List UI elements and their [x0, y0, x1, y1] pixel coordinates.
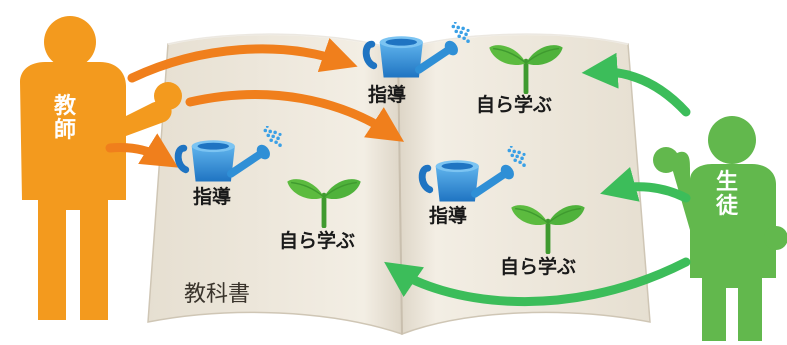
teacher-label: 教 師 — [54, 96, 76, 142]
self-learning-label: 自ら学ぶ — [500, 256, 577, 278]
student-arrows — [384, 52, 691, 307]
student-figure — [653, 116, 787, 341]
guidance-label: 指導 — [368, 84, 407, 106]
self-learning-label: 自ら学ぶ — [279, 230, 356, 252]
textbook-label: 教科書 — [184, 282, 251, 307]
guidance-label: 指導 — [193, 186, 232, 208]
self-learning-label: 自ら学ぶ — [476, 94, 553, 116]
teacher-label-char: 教 — [54, 94, 77, 119]
student-label-char: 徒 — [716, 194, 739, 219]
guidance-label: 指導 — [429, 205, 468, 227]
student-label: 生 徒 — [716, 172, 738, 218]
teacher-arrows — [105, 37, 405, 168]
student-label-char: 生 — [716, 170, 739, 195]
teacher-label-char: 師 — [54, 118, 77, 143]
teacher-figure — [20, 16, 182, 320]
